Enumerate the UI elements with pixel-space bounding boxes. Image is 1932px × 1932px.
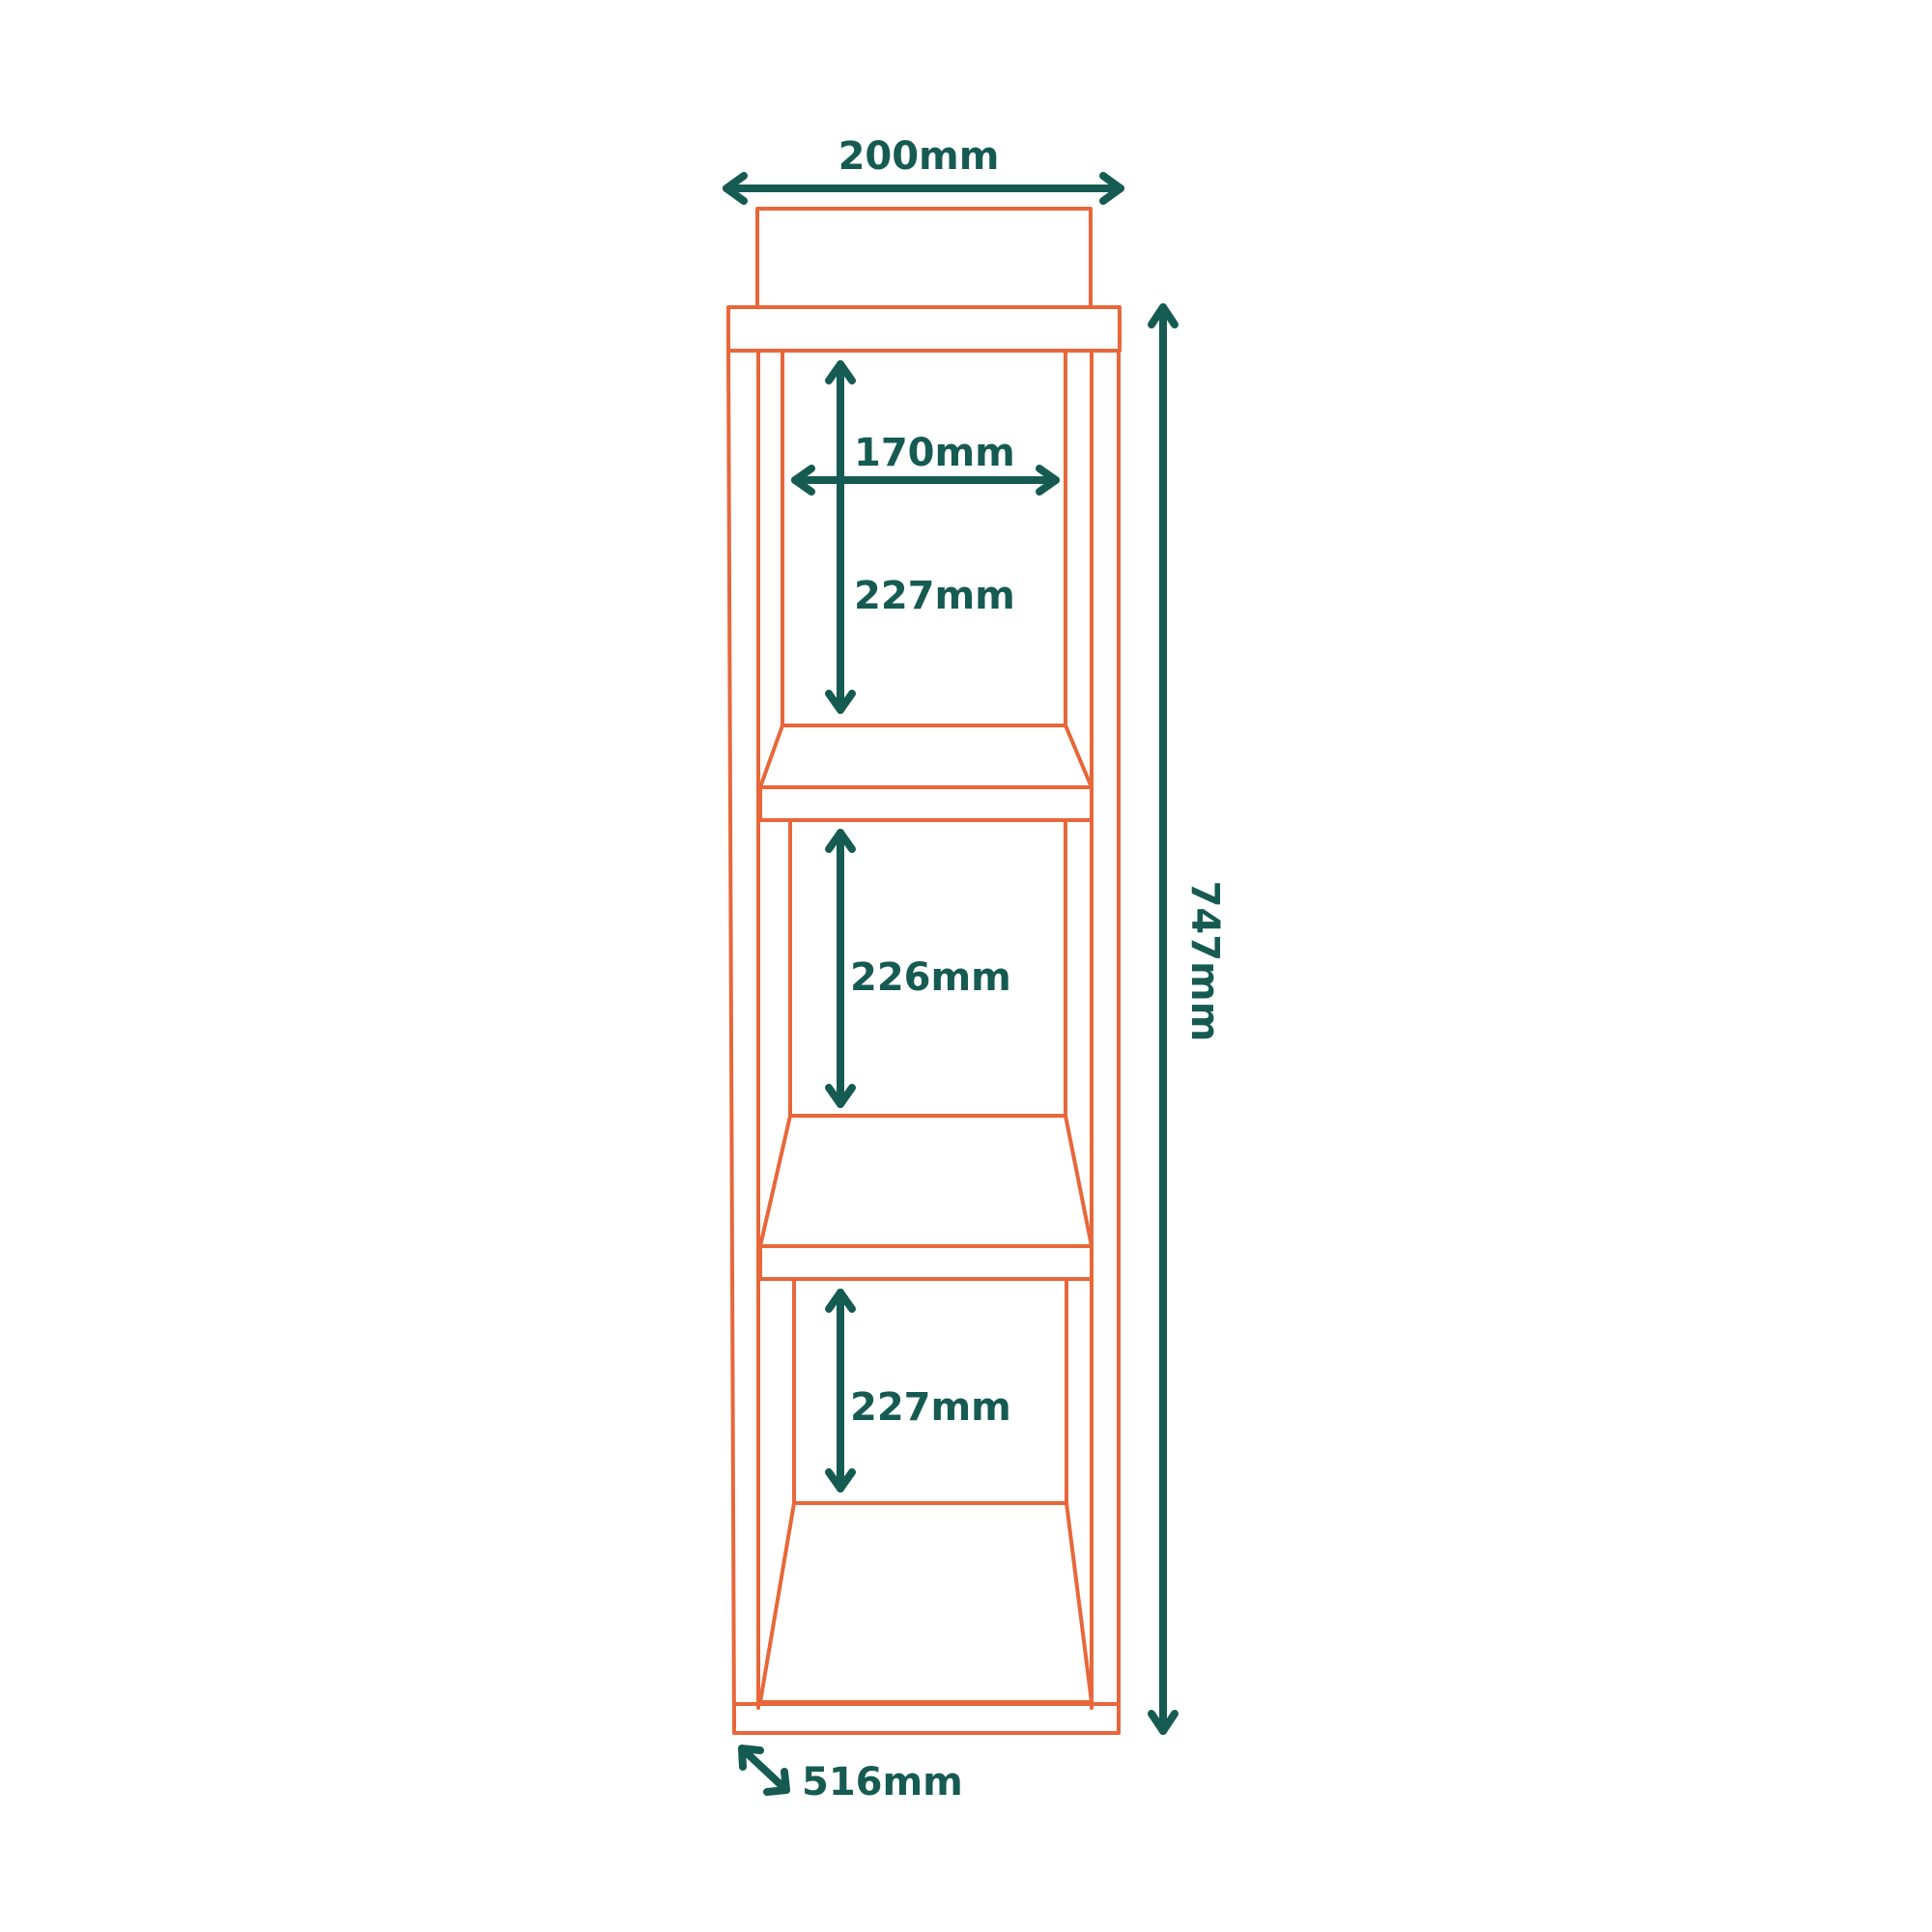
shelf-1 — [758, 785, 1094, 822]
base-panel — [732, 1702, 1121, 1735]
comp3-height-label: 227mm — [850, 1385, 1011, 1430]
comp2-height-label: 226mm — [850, 955, 1011, 1000]
inner-width-arrow-head-right — [1036, 465, 1060, 496]
total-height-arrow-head-bottom — [1148, 1710, 1179, 1735]
comp1-floor — [758, 724, 1094, 789]
comp3-height-arrow-head-top — [825, 1289, 856, 1313]
depth-arrow-head-end — [763, 1768, 790, 1796]
depth-label: 516mm — [802, 1760, 963, 1804]
comp1-height-arrow-head-top — [825, 360, 856, 384]
comp2-height-arrow-head-top — [825, 829, 856, 853]
comp2-floor — [758, 1114, 1094, 1248]
comp3-floor — [758, 1501, 1094, 1704]
total-height-arrow-head-top — [1148, 303, 1179, 328]
dimension-labels: 200mm 170mm 227mm 226mm 227mm 747mm 516m… — [802, 134, 1227, 1804]
width-arrow-head-right — [1099, 172, 1124, 205]
top-cap — [755, 207, 1093, 309]
left-outer-side — [726, 349, 736, 1734]
inner-width-arrow-head-left — [791, 465, 815, 496]
comp1-height-label: 227mm — [854, 574, 1015, 618]
depth-arrow — [738, 1745, 790, 1794]
comp3-height-arrow-head-bottom — [825, 1468, 856, 1492]
comp2-height-arrow-head-bottom — [825, 1084, 856, 1108]
comp1-height-arrow-head-bottom — [825, 690, 856, 714]
shelf-2 — [758, 1244, 1094, 1281]
top-panel — [726, 305, 1122, 353]
width-label: 200mm — [838, 134, 1000, 179]
width-arrow-head-left — [723, 172, 748, 205]
shelf-unit — [726, 207, 1122, 1735]
total-height-label: 747mm — [1182, 881, 1227, 1042]
inner-width-label: 170mm — [854, 431, 1015, 475]
depth-arrow-head-start — [738, 1745, 764, 1771]
dimension-arrows — [723, 172, 1179, 1796]
